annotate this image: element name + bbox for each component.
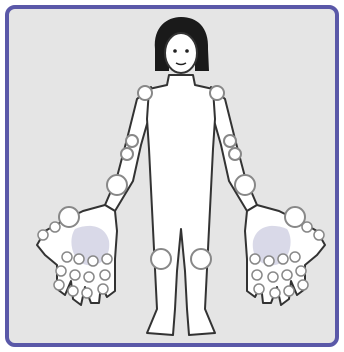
- joint-left-finger-b-3: [68, 286, 78, 296]
- joint-left-finger-d-1: [102, 254, 112, 264]
- body: [147, 75, 215, 335]
- human-body-joints-icon: [9, 9, 335, 343]
- joint-left-shoulder: [138, 86, 152, 100]
- diagram-panel: [5, 5, 339, 347]
- joint-right-finger-d-2: [252, 270, 262, 280]
- joint-right-finger-a-3: [298, 280, 308, 290]
- joint-right-finger-c-1: [264, 256, 274, 266]
- joint-left-finger-a-3: [54, 280, 64, 290]
- joint-left-wrist: [107, 175, 127, 195]
- joint-right-finger-a-2: [296, 266, 306, 276]
- joint-right-thumb-base: [285, 207, 305, 227]
- head: [165, 33, 197, 73]
- joint-left-finger-d-2: [100, 270, 110, 280]
- joint-right-finger-c-3: [270, 288, 280, 298]
- left-eye: [173, 49, 177, 53]
- joint-right-thumb-2: [314, 230, 324, 240]
- joint-right-finger-d-3: [254, 284, 264, 294]
- joint-left-thumb-2: [38, 230, 48, 240]
- right-eye: [185, 49, 189, 53]
- joint-right-forearm: [229, 148, 241, 160]
- joint-left-finger-c-2: [84, 272, 94, 282]
- joint-right-finger-c-2: [268, 272, 278, 282]
- joint-left-thumb-base: [59, 207, 79, 227]
- joint-right-wrist: [235, 175, 255, 195]
- joint-left-finger-a-1: [62, 252, 72, 262]
- joint-right-finger-a-1: [290, 252, 300, 262]
- joint-right-finger-b-2: [282, 270, 292, 280]
- joint-right-finger-b-3: [284, 286, 294, 296]
- joint-left-knee: [151, 249, 171, 269]
- joint-left-forearm: [121, 148, 133, 160]
- joint-left-finger-a-2: [56, 266, 66, 276]
- joint-left-finger-b-1: [74, 254, 84, 264]
- joint-left-finger-d-3: [98, 284, 108, 294]
- joint-left-finger-c-1: [88, 256, 98, 266]
- joint-right-knee: [191, 249, 211, 269]
- joint-left-elbow: [126, 135, 138, 147]
- joint-left-finger-c-3: [82, 288, 92, 298]
- joint-left-finger-b-2: [70, 270, 80, 280]
- joint-right-finger-d-1: [250, 254, 260, 264]
- joint-right-thumb-1: [302, 222, 312, 232]
- joint-left-thumb-1: [50, 222, 60, 232]
- joint-right-finger-b-1: [278, 254, 288, 264]
- joint-right-shoulder: [210, 86, 224, 100]
- joint-right-elbow: [224, 135, 236, 147]
